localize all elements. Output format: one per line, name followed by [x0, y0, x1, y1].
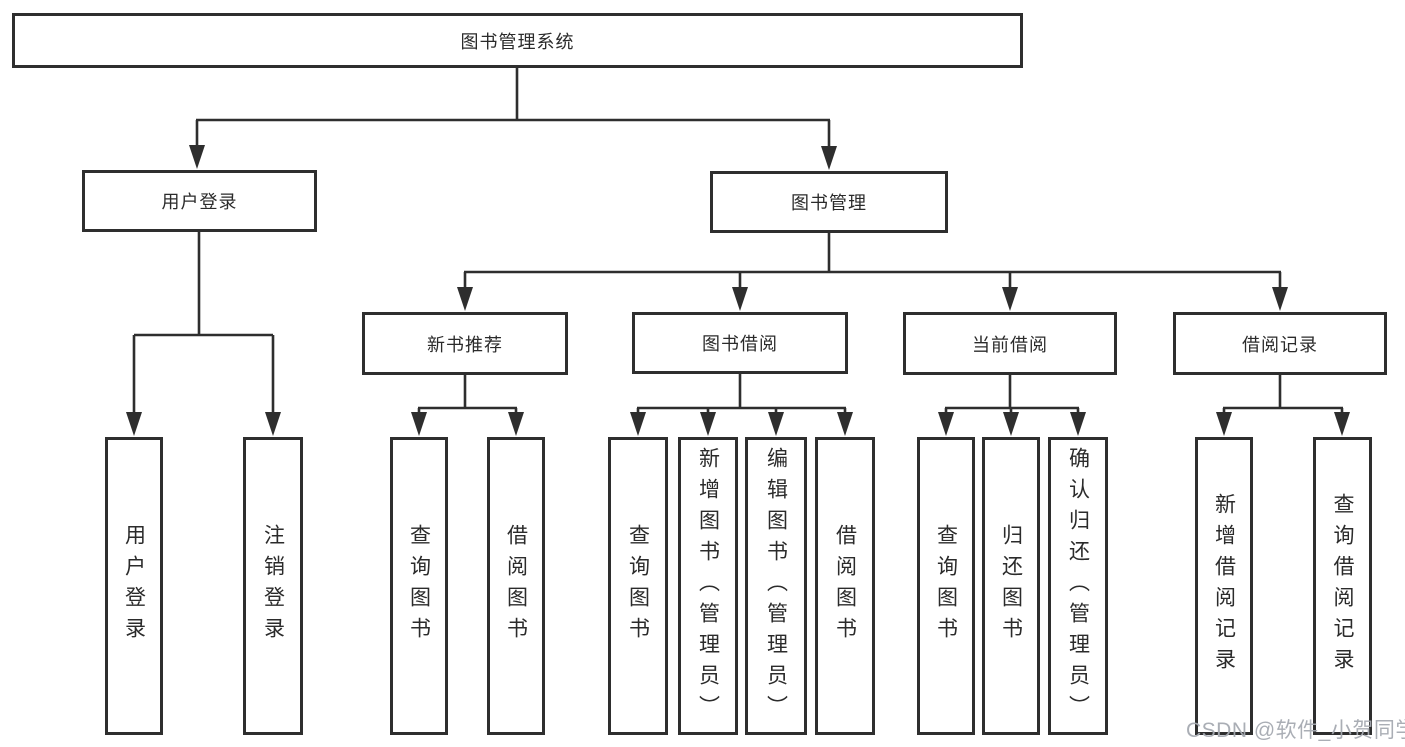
leaf-add-borrow-record-label: 新增借阅记录 [1212, 493, 1236, 679]
node-current-borrow: 当前借阅 [903, 312, 1117, 375]
arrowhead [457, 287, 473, 311]
arrowhead [1003, 412, 1019, 436]
leaf-return-books-label: 归还图书 [999, 524, 1023, 648]
leaf-add-book-admin: 新增图书（管理员） [678, 437, 738, 735]
leaf-edit-book-admin: 编辑图书（管理员） [745, 437, 807, 735]
arrowhead [189, 145, 205, 169]
arrowhead [265, 412, 281, 436]
leaf-query-books-recommend: 查询图书 [390, 437, 448, 735]
leaf-borrow-books-borrow-label: 借阅图书 [833, 524, 857, 648]
leaf-query-books-current-label: 查询图书 [934, 524, 958, 648]
leaf-borrow-books-recommend: 借阅图书 [487, 437, 545, 735]
arrowhead [411, 412, 427, 436]
node-book-management: 图书管理 [710, 171, 948, 233]
arrowhead [700, 412, 716, 436]
node-book-borrow: 图书借阅 [632, 312, 848, 374]
leaf-add-borrow-record: 新增借阅记录 [1195, 437, 1253, 735]
arrowhead [508, 412, 524, 436]
arrowhead [1334, 412, 1350, 436]
leaf-query-borrow-record: 查询借阅记录 [1313, 437, 1372, 735]
leaf-add-book-admin-label: 新增图书（管理员） [696, 446, 720, 726]
leaf-logout-login-label: 注销登录 [261, 524, 285, 648]
leaf-query-books-borrow-label: 查询图书 [626, 524, 650, 648]
node-borrow-records-label: 借阅记录 [1242, 334, 1318, 355]
node-user-login-label: 用户登录 [161, 192, 238, 212]
leaf-borrow-books-borrow: 借阅图书 [815, 437, 875, 735]
leaf-user-login: 用户登录 [105, 437, 163, 735]
leaf-confirm-return-admin: 确认归还（管理员） [1048, 437, 1108, 735]
leaf-confirm-return-admin-label: 确认归还（管理员） [1066, 446, 1090, 726]
arrowhead [630, 412, 646, 436]
leaf-query-borrow-record-label: 查询借阅记录 [1331, 493, 1354, 679]
node-new-book-recommend-label: 新书推荐 [427, 334, 503, 355]
arrowhead [821, 146, 837, 170]
node-borrow-records: 借阅记录 [1173, 312, 1387, 375]
arrowhead [938, 412, 954, 436]
leaf-logout-login: 注销登录 [243, 437, 303, 735]
arrowhead [1272, 287, 1288, 311]
arrowhead [1216, 412, 1232, 436]
leaf-return-books: 归还图书 [982, 437, 1040, 735]
leaf-edit-book-admin-label: 编辑图书（管理员） [764, 446, 788, 726]
arrowhead [1002, 287, 1018, 311]
arrowheads [126, 145, 1350, 436]
node-book-borrow-label: 图书借阅 [702, 334, 778, 354]
arrowhead [126, 412, 142, 436]
node-book-management-label: 图书管理 [791, 193, 867, 213]
leaf-query-books-current: 查询图书 [917, 437, 975, 735]
node-root-label: 图书管理系统 [460, 31, 575, 52]
node-user-login: 用户登录 [82, 170, 317, 232]
watermark: CSDN @软件_小贺同学 [1186, 719, 1405, 742]
leaf-borrow-books-recommend-label: 借阅图书 [504, 524, 528, 648]
leaf-user-login-label: 用户登录 [122, 524, 146, 648]
leaf-query-books-recommend-label: 查询图书 [407, 524, 431, 648]
node-current-borrow-label: 当前借阅 [972, 334, 1048, 355]
node-new-book-recommend: 新书推荐 [362, 312, 568, 375]
arrowhead [1070, 412, 1086, 436]
arrowhead [768, 412, 784, 436]
node-root: 图书管理系统 [12, 13, 1023, 68]
arrowhead [732, 287, 748, 311]
leaf-query-books-borrow: 查询图书 [608, 437, 668, 735]
arrowhead [837, 412, 853, 436]
